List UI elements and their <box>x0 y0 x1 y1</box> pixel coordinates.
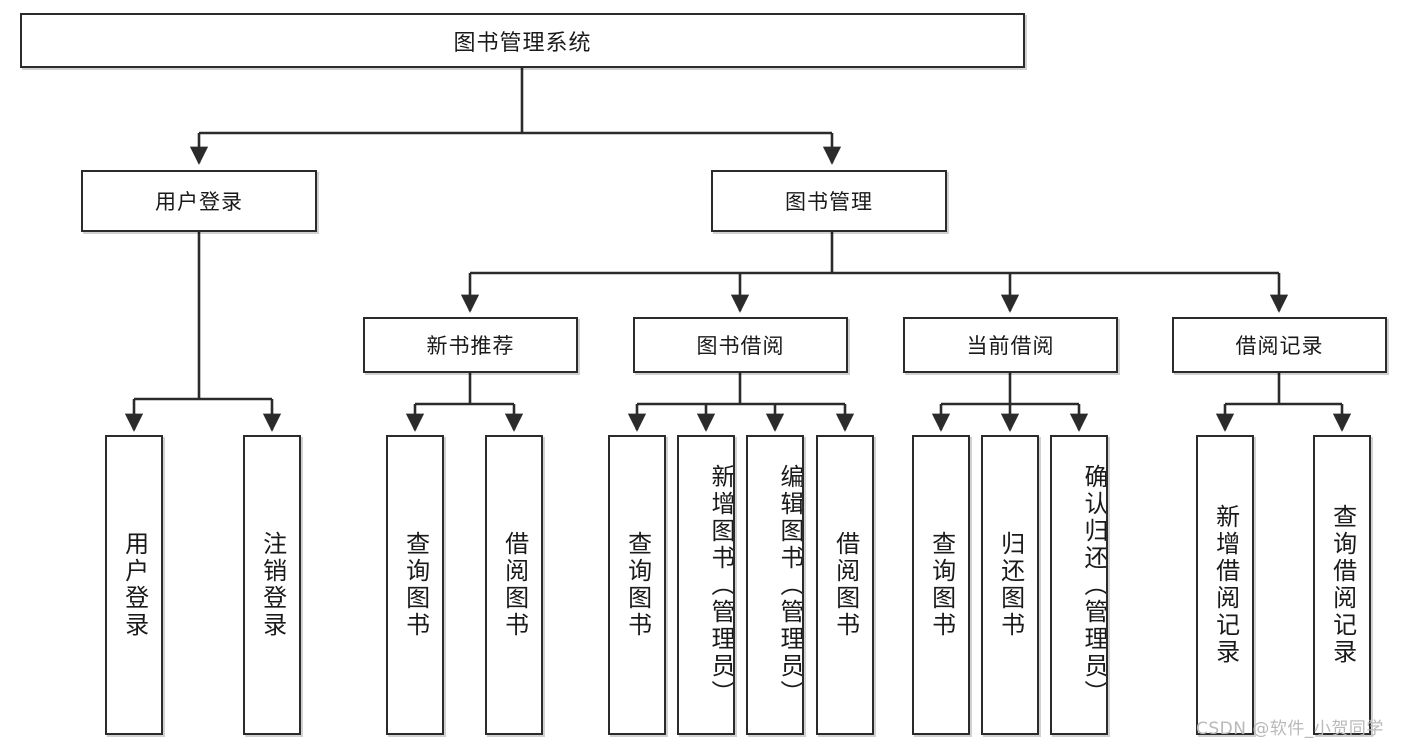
node-leaf-query-book-2[interactable]: 查询图书 <box>608 435 666 735</box>
node-book-borrow[interactable]: 图书借阅 <box>633 317 848 373</box>
node-root[interactable]: 图书管理系统 <box>20 13 1025 68</box>
node-leaf-query-book-3[interactable]: 查询图书 <box>912 435 970 735</box>
node-current-borrow-label: 当前借阅 <box>966 334 1055 358</box>
node-leaf-query-book-2-label: 查询图书 <box>623 531 652 639</box>
node-leaf-edit-book[interactable]: 编辑图书（管理员） <box>746 435 804 735</box>
node-borrow-record-label: 借阅记录 <box>1235 334 1324 358</box>
node-leaf-confirm-return[interactable]: 确认归还（管理员） <box>1050 435 1108 735</box>
node-leaf-logout-label: 注销登录 <box>258 531 287 639</box>
node-leaf-user-login[interactable]: 用户登录 <box>105 435 163 735</box>
node-new-book-recommend-label: 新书推荐 <box>426 334 515 358</box>
node-book-borrow-label: 图书借阅 <box>696 334 785 358</box>
node-borrow-record[interactable]: 借阅记录 <box>1172 317 1387 373</box>
node-current-borrow[interactable]: 当前借阅 <box>903 317 1118 373</box>
node-leaf-confirm-return-label: 确认归还（管理员） <box>1080 463 1108 707</box>
node-leaf-query-book-1[interactable]: 查询图书 <box>386 435 444 735</box>
node-user-login[interactable]: 用户登录 <box>81 170 317 232</box>
node-root-label: 图书管理系统 <box>453 30 592 56</box>
node-leaf-user-login-label: 用户登录 <box>120 531 149 639</box>
node-leaf-add-record[interactable]: 新增借阅记录 <box>1196 435 1254 735</box>
node-leaf-add-book-label: 新增图书（管理员） <box>707 463 735 707</box>
node-leaf-return-book-label: 归还图书 <box>996 531 1025 639</box>
watermark: CSDN @软件_小贺同学 <box>1196 719 1384 739</box>
node-leaf-borrow-book-2-label: 借阅图书 <box>831 531 860 639</box>
node-leaf-query-record-label: 查询借阅记录 <box>1328 504 1357 666</box>
node-leaf-add-book[interactable]: 新增图书（管理员） <box>677 435 735 735</box>
node-leaf-logout[interactable]: 注销登录 <box>243 435 301 735</box>
node-leaf-add-record-label: 新增借阅记录 <box>1211 504 1240 666</box>
node-leaf-edit-book-label: 编辑图书（管理员） <box>776 463 804 707</box>
node-leaf-borrow-book-2[interactable]: 借阅图书 <box>816 435 874 735</box>
node-leaf-return-book[interactable]: 归还图书 <box>981 435 1039 735</box>
node-new-book-recommend[interactable]: 新书推荐 <box>363 317 578 373</box>
node-leaf-query-book-3-label: 查询图书 <box>927 531 956 639</box>
node-leaf-borrow-book-1[interactable]: 借阅图书 <box>485 435 543 735</box>
node-leaf-borrow-book-1-label: 借阅图书 <box>500 531 529 639</box>
node-leaf-query-record[interactable]: 查询借阅记录 <box>1313 435 1371 735</box>
node-leaf-query-book-1-label: 查询图书 <box>401 531 430 639</box>
node-book-manage[interactable]: 图书管理 <box>711 170 947 232</box>
node-book-manage-label: 图书管理 <box>785 190 873 214</box>
node-user-login-label: 用户登录 <box>155 190 243 214</box>
